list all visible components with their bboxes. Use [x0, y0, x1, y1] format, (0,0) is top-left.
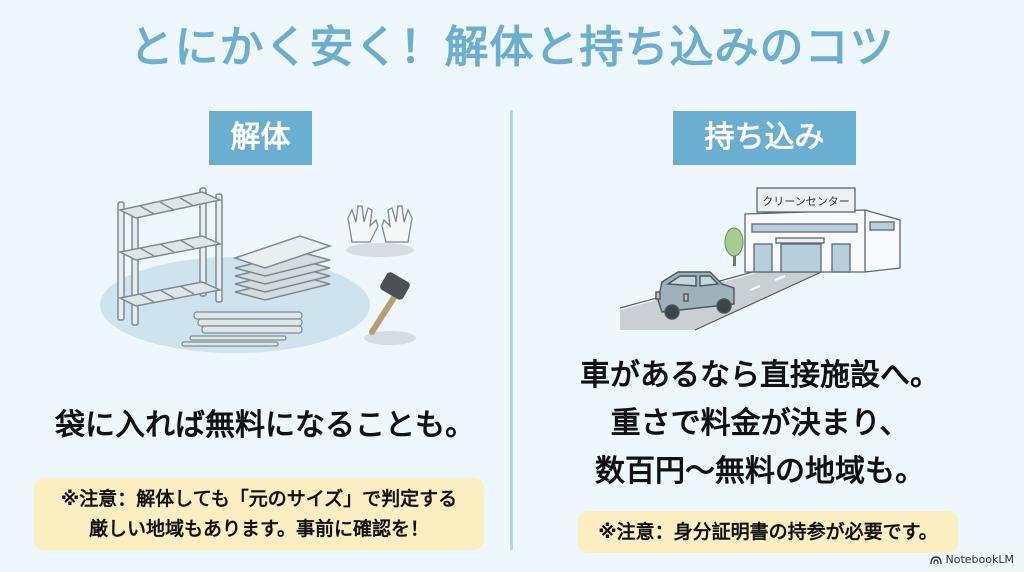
poles-icon [181, 311, 303, 347]
notebooklm-watermark: NotebookLM [929, 553, 1014, 566]
mallet-icon [369, 272, 410, 335]
section-divider [510, 110, 513, 550]
disassembly-main-text: 袋に入れば無料になることも。 [55, 408, 475, 443]
main-text-line: 数百円〜無料の地域も。 [595, 454, 925, 489]
tree-icon [724, 227, 744, 266]
note-line: ※注意：解体しても「元のサイズ」で判定する [60, 488, 458, 510]
main-text-line: 車があるなら直接施設へ。 [580, 358, 940, 393]
metal-rack-icon [117, 187, 223, 326]
building-icon [744, 187, 901, 273]
note-line: 厳しい地域もあります。事前に確認を！ [88, 518, 430, 540]
carry-in-illustration: クリーンセンター [600, 180, 920, 340]
page-title: とにかく安く！解体と持ち込みのコツ [129, 22, 895, 73]
notebooklm-logo-icon [929, 555, 942, 564]
main-text-line: 重さで料金が決まり、 [610, 406, 910, 441]
section-label-disassembly: 解体 [209, 111, 312, 165]
car-icon [655, 271, 735, 320]
shelf-panels-icon [232, 235, 333, 301]
section-label-carry-in: 持ち込み [673, 111, 856, 165]
building-sign: クリーンセンター [762, 195, 849, 208]
watermark-text: NotebookLM [945, 553, 1014, 566]
disassembly-note: ※注意：解体しても「元のサイズ」で判定する 厳しい地域もあります。事前に確認を！ [34, 478, 484, 550]
disassembly-illustration [90, 180, 440, 360]
carry-in-main-text: 車があるなら直接施設へ。 重さで料金が決まり、 数百円〜無料の地域も。 [540, 352, 980, 496]
gloves-icon [347, 205, 413, 243]
carry-in-note: ※注意：身分証明書の持参が必要です。 [578, 511, 958, 553]
